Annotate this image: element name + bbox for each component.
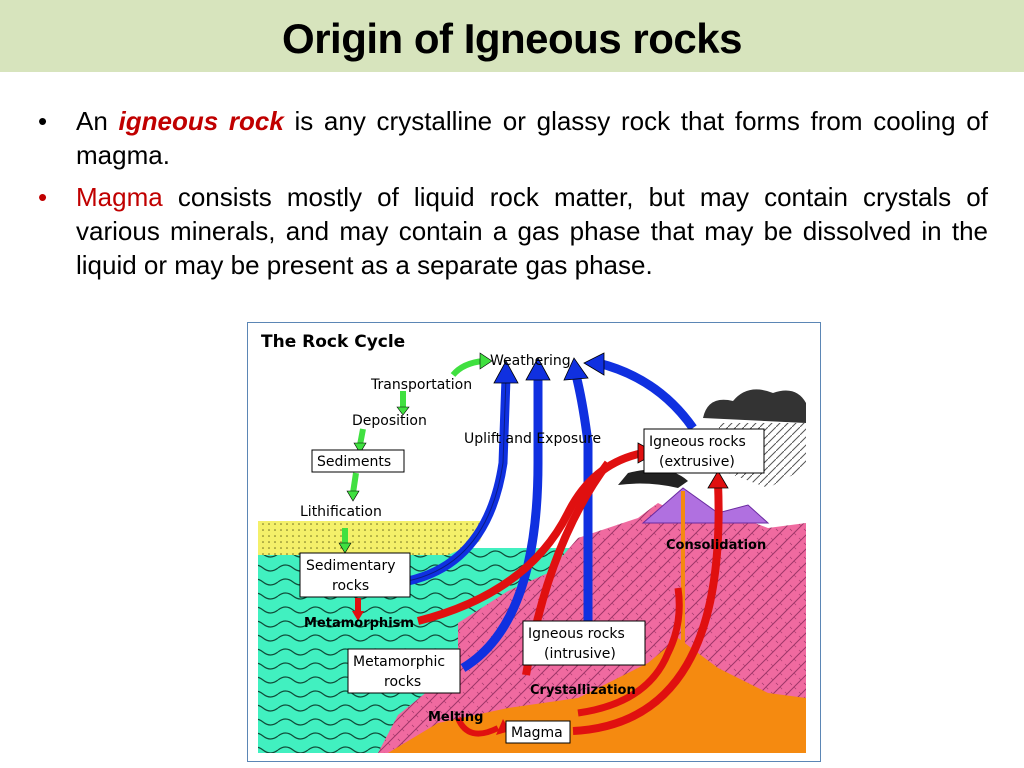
- box-sedimentary-rocks: Sedimentary rocks: [299, 552, 411, 598]
- box-igneous-intrusive: Igneous rocks (intrusive): [522, 620, 646, 666]
- box-magma: Magma: [505, 720, 571, 744]
- bullet-marker: •: [38, 106, 48, 136]
- svg-text:(extrusive): (extrusive): [659, 454, 735, 470]
- label-deposition: Deposition: [352, 413, 427, 429]
- label-metamorphism: Metamorphism: [304, 616, 414, 631]
- rock-cycle-diagram: The Rock Cycle Weathering Transportation…: [247, 322, 821, 762]
- svg-text:(intrusive): (intrusive): [544, 646, 616, 662]
- slide-title: Origin of Igneous rocks: [282, 15, 742, 62]
- box-sediments: Sediments: [311, 449, 405, 473]
- keyword-igneous-rock: igneous rock: [118, 106, 284, 136]
- label-crystallization: Crystallization: [530, 683, 636, 698]
- svg-text:Sediments: Sediments: [317, 454, 391, 470]
- bullet-text-pre: An: [76, 106, 108, 136]
- box-metamorphic-rocks: Metamorphic rocks: [347, 648, 461, 694]
- label-lithification: Lithification: [300, 504, 382, 520]
- svg-text:rocks: rocks: [384, 674, 421, 690]
- label-melting: Melting: [428, 710, 483, 725]
- magma-body: [388, 638, 806, 753]
- svg-text:Igneous rocks: Igneous rocks: [649, 434, 746, 450]
- label-weathering: Weathering: [490, 353, 571, 369]
- svg-text:Igneous rocks: Igneous rocks: [528, 626, 625, 642]
- bullet-marker: •: [38, 182, 48, 212]
- label-transportation: Transportation: [370, 377, 472, 393]
- bullet-text-post: is any crystalline or glassy rock that f…: [76, 106, 988, 170]
- bullet-text-post: consists mostly of liquid rock matter, b…: [76, 182, 988, 280]
- title-bar: [0, 0, 1024, 72]
- keyword-magma: Magma: [76, 182, 163, 212]
- svg-text:Magma: Magma: [511, 725, 563, 741]
- bullet-list: • An igneous rock is any crystalline or …: [36, 104, 988, 290]
- svg-text:Sedimentary: Sedimentary: [306, 558, 396, 574]
- label-uplift: Uplift and Exposure: [464, 431, 601, 447]
- diagram-title: The Rock Cycle: [261, 332, 405, 352]
- label-consolidation: Consolidation: [666, 538, 766, 553]
- bullet-magma: • Magma consists mostly of liquid rock m…: [36, 180, 988, 282]
- bullet-igneous-rock: • An igneous rock is any crystalline or …: [36, 104, 988, 172]
- box-igneous-extrusive: Igneous rocks (extrusive): [643, 428, 765, 474]
- svg-text:rocks: rocks: [332, 578, 369, 594]
- volcano: [641, 487, 770, 524]
- svg-text:Metamorphic: Metamorphic: [353, 654, 445, 670]
- ash-cloud: [703, 389, 806, 423]
